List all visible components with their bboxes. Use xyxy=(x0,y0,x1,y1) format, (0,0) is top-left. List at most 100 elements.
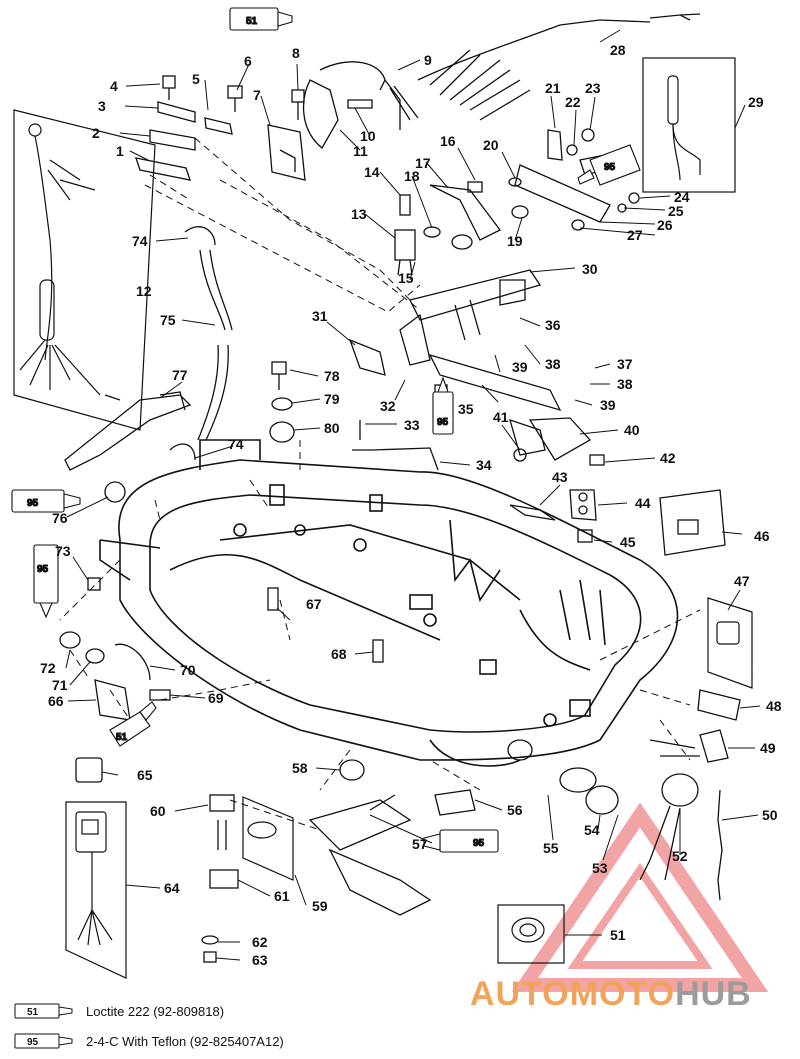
svg-text:95: 95 xyxy=(437,417,449,428)
callout-39-lower: 39 xyxy=(600,397,616,413)
watermark-part1: AUTOMOTO xyxy=(470,975,676,1013)
callout-65: 65 xyxy=(137,767,153,783)
callout-77: 77 xyxy=(172,367,188,383)
callout-66: 66 xyxy=(48,693,64,709)
callout-numbers: 1 2 3 4 5 6 7 8 9 10 11 12 13 14 15 16 1… xyxy=(40,42,782,968)
callout-42: 42 xyxy=(660,450,676,466)
callout-30: 30 xyxy=(582,261,598,277)
svg-text:95: 95 xyxy=(27,1037,39,1048)
callout-2: 2 xyxy=(92,125,100,141)
callout-33: 33 xyxy=(404,417,420,433)
callout-11: 11 xyxy=(353,143,368,159)
tube-95-icon: 95 xyxy=(14,1033,73,1049)
callout-44: 44 xyxy=(635,495,651,511)
tube-95-right: 95 xyxy=(577,144,641,186)
callout-59: 59 xyxy=(312,898,328,914)
callout-50: 50 xyxy=(762,807,778,823)
callout-1: 1 xyxy=(116,143,124,159)
callout-8: 8 xyxy=(292,45,300,61)
callout-4: 4 xyxy=(110,78,118,94)
callout-68: 68 xyxy=(331,646,347,662)
harness-inset-panel xyxy=(13,109,156,431)
callout-53: 53 xyxy=(592,860,608,876)
tube-51-low: 51 xyxy=(109,701,157,747)
svg-text:95: 95 xyxy=(27,498,39,509)
callout-35: 35 xyxy=(458,401,474,417)
callout-71: 71 xyxy=(52,677,68,693)
clip-inset-47 xyxy=(707,597,753,689)
callout-67: 67 xyxy=(306,596,322,612)
callout-56: 56 xyxy=(507,802,523,818)
callout-13: 13 xyxy=(351,206,367,222)
callout-48: 48 xyxy=(766,698,782,714)
callout-55: 55 xyxy=(543,840,559,856)
callout-37: 37 xyxy=(617,356,633,372)
callout-14: 14 xyxy=(364,164,380,180)
callout-47: 47 xyxy=(734,573,750,589)
callout-15: 15 xyxy=(398,270,414,286)
callout-16: 16 xyxy=(440,133,456,149)
watermark-triangle xyxy=(511,802,769,992)
callout-3: 3 xyxy=(98,98,106,114)
svg-text:51: 51 xyxy=(27,1007,39,1018)
callout-43: 43 xyxy=(552,469,568,485)
tube-95-left: 95 xyxy=(11,489,81,513)
plug-inset-51 xyxy=(497,904,565,964)
svg-text:95: 95 xyxy=(37,564,49,575)
callout-18: 18 xyxy=(404,168,420,184)
svg-text:51: 51 xyxy=(116,732,128,743)
callout-19: 19 xyxy=(507,233,523,249)
callout-72: 72 xyxy=(40,660,56,676)
tube-95-bottom: 95 xyxy=(423,829,499,853)
callout-78: 78 xyxy=(324,368,340,384)
legend-row-51: 51 Loctite 222 (92-809818) xyxy=(14,1003,224,1019)
callout-23: 23 xyxy=(585,80,601,96)
tube-95-vertical: 95 xyxy=(33,544,59,619)
tube-95-mid: 95 xyxy=(432,376,454,435)
callout-28: 28 xyxy=(610,42,626,58)
callout-64: 64 xyxy=(164,880,180,896)
callout-52: 52 xyxy=(672,848,688,864)
callout-17: 17 xyxy=(415,155,431,171)
callout-36: 36 xyxy=(545,317,561,333)
callout-24: 24 xyxy=(674,189,690,205)
callout-54: 54 xyxy=(584,822,600,838)
callout-22: 22 xyxy=(565,94,581,110)
svg-text:95: 95 xyxy=(604,162,616,173)
svg-text:51: 51 xyxy=(246,16,258,27)
callout-20: 20 xyxy=(483,137,499,153)
callout-76: 76 xyxy=(52,510,68,526)
callout-63: 63 xyxy=(252,952,268,968)
callout-62: 62 xyxy=(252,934,268,950)
watermark-part2: HUB xyxy=(675,975,752,1013)
callout-57: 57 xyxy=(412,836,428,852)
upper-components xyxy=(59,13,741,963)
tube-51-top: 51 xyxy=(229,7,293,31)
callout-10: 10 xyxy=(360,128,376,144)
callout-38-upper: 38 xyxy=(545,356,561,372)
callout-38-lower: 38 xyxy=(617,376,633,392)
callout-70: 70 xyxy=(180,662,196,678)
callout-6: 6 xyxy=(244,53,252,69)
harness-inset-29 xyxy=(642,57,736,193)
callout-45: 45 xyxy=(620,534,636,550)
svg-text:95: 95 xyxy=(473,838,485,849)
callout-29: 29 xyxy=(748,94,764,110)
callout-73: 73 xyxy=(55,543,71,559)
callout-74-upper: 74 xyxy=(132,233,148,249)
switch-inset-64 xyxy=(65,801,127,979)
callout-75: 75 xyxy=(160,312,176,328)
callout-46: 46 xyxy=(754,528,770,544)
callout-12: 12 xyxy=(136,283,152,299)
callout-61: 61 xyxy=(274,888,290,904)
dashed-leaders xyxy=(59,137,701,831)
callout-49: 49 xyxy=(760,740,776,756)
callout-leaders xyxy=(65,29,761,961)
callout-58: 58 xyxy=(292,760,308,776)
grommet-inset-59 xyxy=(242,796,294,881)
callout-27: 27 xyxy=(627,227,643,243)
callout-39-upper: 39 xyxy=(512,359,528,375)
callout-25: 25 xyxy=(668,203,684,219)
callout-74-lower: 74 xyxy=(228,436,244,452)
